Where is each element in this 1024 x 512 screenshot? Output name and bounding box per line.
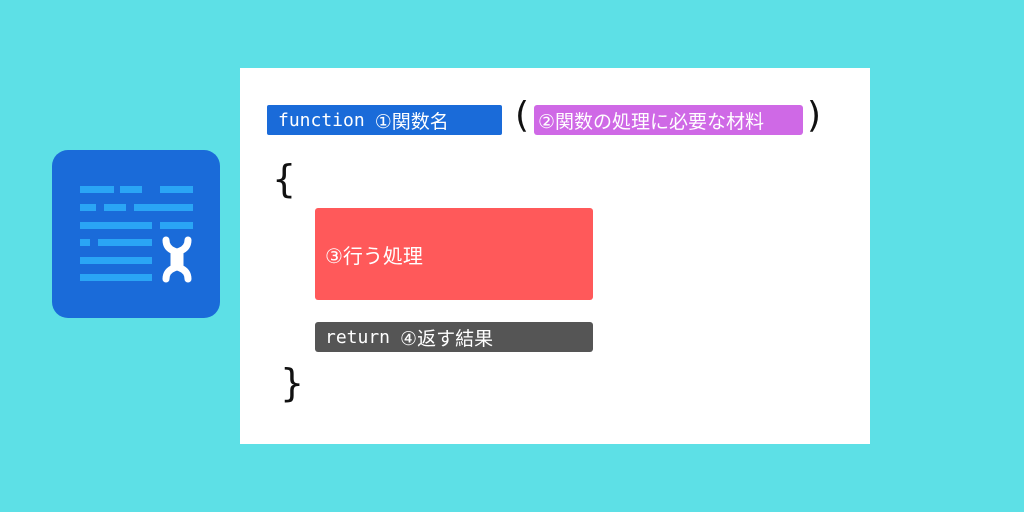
document-wrench-icon <box>52 150 220 318</box>
return-value-label: ④返す結果 <box>400 327 494 350</box>
open-brace: { <box>272 157 297 201</box>
function-name-label: ①関数名 <box>374 110 449 133</box>
function-name-chip: function ①関数名 <box>267 105 502 135</box>
parameter-chip: ②関数の処理に必要な材料 <box>534 105 803 135</box>
close-brace: } <box>280 361 305 405</box>
function-body-label: ③行う処理 <box>325 243 423 268</box>
return-chip: return ④返す結果 <box>315 322 593 352</box>
function-body-box: ③行う処理 <box>315 208 593 300</box>
parameter-label: ②関数の処理に必要な材料 <box>538 110 765 133</box>
document-lines-graphic <box>80 186 193 283</box>
open-paren: ( <box>515 95 530 136</box>
function-syntax-card: function ①関数名 ( ②関数の処理に必要な材料 ) { ③行う処理 r… <box>240 68 870 444</box>
function-keyword: function <box>278 109 365 131</box>
return-keyword: return <box>325 326 391 348</box>
close-paren: ) <box>807 95 822 136</box>
